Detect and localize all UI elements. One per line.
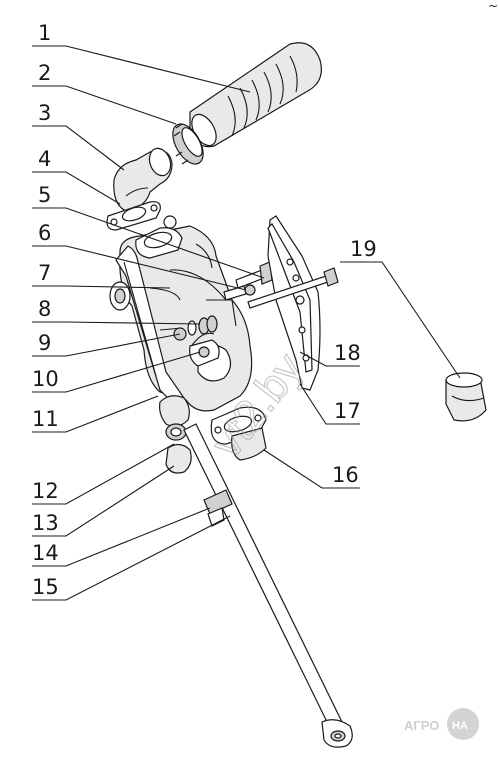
callout-12: 12 (32, 479, 59, 503)
rod-end-eye (321, 719, 353, 748)
bolt-18 (247, 267, 339, 309)
part-1-hose (189, 42, 322, 148)
part-4-gasket (106, 201, 161, 231)
leader-lines (32, 45, 461, 601)
part-3-elbow-pipe (113, 147, 173, 213)
part-7-housing (109, 215, 253, 412)
washer-8 (187, 315, 218, 336)
callout-3: 3 (38, 101, 51, 125)
callout-9: 9 (38, 331, 51, 355)
callout-5: 5 (38, 183, 51, 207)
callout-13: 13 (32, 511, 59, 535)
brand-logo: АГРО НА (404, 708, 479, 740)
callout-2: 2 (38, 61, 51, 85)
logo-circle (447, 708, 479, 740)
logo-right-text: НА (452, 720, 468, 732)
bolt-6 (223, 284, 256, 301)
callout-17: 17 (334, 399, 361, 423)
logo-left-text: АГРО (404, 718, 439, 733)
callout-6: 6 (38, 221, 51, 245)
part-14-rod (183, 423, 343, 729)
callout-14: 14 (32, 541, 59, 565)
callout-19: 19 (350, 237, 377, 261)
callout-18: 18 (334, 341, 361, 365)
callout-7: 7 (38, 261, 51, 285)
callout-10: 10 (32, 367, 59, 391)
part-16-outlet-pipe (210, 406, 267, 461)
callout-8: 8 (38, 297, 51, 321)
callout-15: 15 (32, 575, 59, 599)
part-12-pivot (159, 395, 190, 441)
callout-4: 4 (38, 147, 51, 171)
part-19-cap-nut (445, 372, 487, 422)
callout-1: 1 (38, 21, 51, 45)
callout-11: 11 (32, 407, 59, 431)
part-17-bracket (267, 215, 321, 391)
part-13-ball-joint (165, 443, 192, 474)
callout-labels: 1 2 3 4 5 6 7 8 9 10 11 12 13 14 15 16 1… (32, 21, 377, 599)
corner-mark: ~ (488, 0, 498, 13)
callout-16: 16 (332, 463, 359, 487)
part-2-clamp (172, 123, 204, 165)
